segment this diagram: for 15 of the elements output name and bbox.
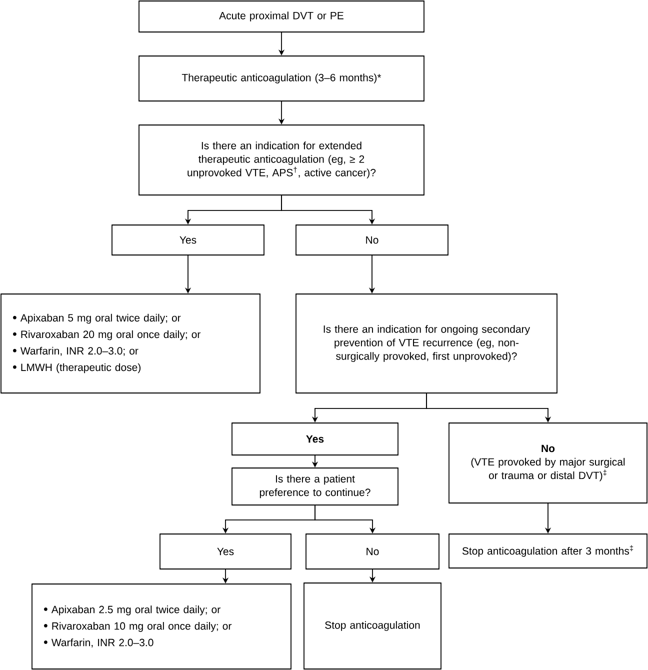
- process-box: No: [306, 534, 440, 570]
- process-box: Stop anticoagulation: [304, 582, 442, 670]
- process-box: Is there a patient preference to continue?: [232, 468, 398, 506]
- decision-box: No (VTE provoked by major surgical or trauma or distal DVT)$^{‡}$: [448, 422, 648, 504]
- process-box: Is there an indication for ongoing secondary prevention of VTE recurrence (eg, non-surgically provoked, first unprovoked)?: [296, 294, 558, 394]
- list-box: Apixaban 2.5 mg oral twice daily; or Rivaroxaban 10 mg oral once daily; or Warfarin, INR 2.0–3.0: [32, 584, 292, 670]
- process-box: Yes: [160, 534, 292, 570]
- process-box: Acute proximal DVT or PE: [138, 0, 424, 32]
- process-box: Yes: [112, 224, 264, 256]
- process-box: Is there an indication for extended therapeutic anticoagulation (eg, ≥ 2 unprovoked VTE, APS$^{†}$, active cancer)?: [138, 124, 424, 196]
- process-box: Stop anticoagulation after 3 months$^{‡}$: [448, 534, 648, 568]
- list-box: Apixaban 5 mg oral twice daily; or Rivaroxaban 20 mg oral once daily; or Warfarin, INR 2.0–3.0; or LMWH (therapeutic dose): [0, 294, 260, 394]
- process-box: Therapeutic anticoagulation (3–6 months)*: [138, 56, 424, 102]
- decision-box: Yes: [232, 422, 398, 456]
- process-box: No: [296, 224, 448, 256]
